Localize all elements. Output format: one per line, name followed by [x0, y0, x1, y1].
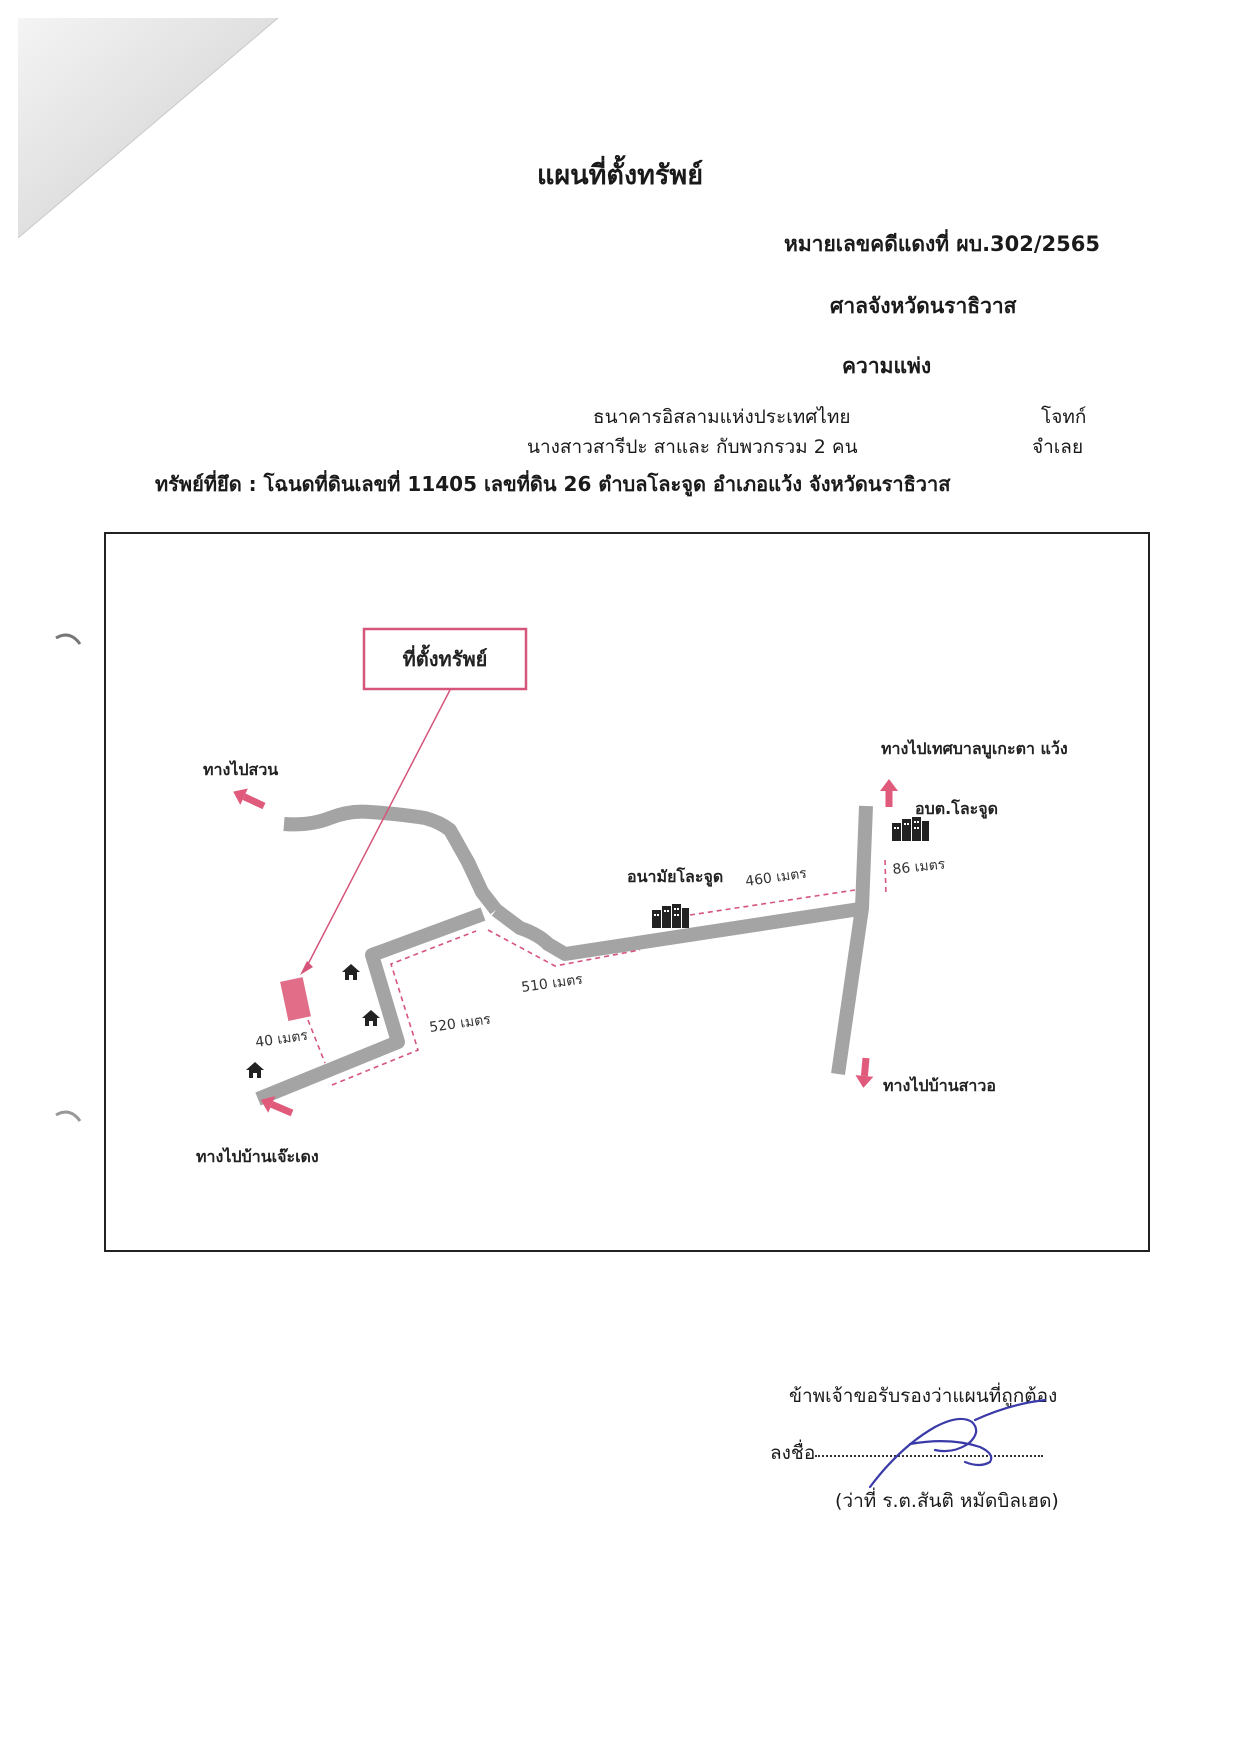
label-health-station: อนามัยโละจูด	[627, 866, 723, 888]
punch-hole-mark	[55, 633, 82, 645]
signature-line	[815, 1455, 1043, 1457]
distance-label-460m: 460 เมตร	[744, 865, 808, 890]
label-to-ban-sawo: ทางไปบ้านสาวอ	[883, 1076, 996, 1095]
case-type: ความแพ่ง	[842, 354, 932, 378]
label-to-garden: ทางไปสวน	[203, 760, 278, 779]
page-corner-fold	[17, 17, 279, 239]
building-icon	[892, 817, 929, 841]
property-parcel-marker	[280, 977, 311, 1022]
house-icon	[246, 1062, 264, 1078]
plaintiff-name: ธนาคารอิสลามแห่งประเทศไทย	[593, 406, 851, 428]
signature-label: ลงชื่อ	[770, 1442, 816, 1464]
distance-line-520m	[331, 930, 477, 1086]
case-number: หมายเลขคดีแดงที่ ผบ.302/2565	[783, 232, 1100, 256]
distance-line-460m	[689, 889, 856, 916]
location-map-frame	[104, 532, 1150, 1252]
road-to-garden	[283, 804, 502, 915]
road-zigzag-south	[255, 907, 486, 1106]
arrow-icon	[855, 1057, 874, 1088]
page-title: แผนที่ตั้งทรัพย์	[536, 160, 704, 191]
arrow-icon	[233, 788, 266, 810]
house-icon	[342, 964, 360, 980]
label-sao-office: อบต.โละจูด	[915, 798, 998, 820]
distance-label-40m: 40 เมตร	[254, 1028, 309, 1051]
arrow-icon	[260, 1096, 294, 1117]
defendant-name: นางสาวสารีปะ สาและ กับพวกรวม 2 คน	[527, 436, 858, 458]
arrow-icon	[880, 779, 898, 807]
distance-label-86m: 86 เมตร	[892, 856, 947, 877]
house-icon	[362, 1010, 380, 1026]
callout-pointer-arrowhead	[300, 961, 313, 975]
direction-arrows	[233, 779, 898, 1117]
certification-statement: ข้าพเจ้าขอรับรองว่าแผนที่ถูกต้อง	[789, 1385, 1058, 1407]
roads	[255, 804, 873, 1106]
houses	[246, 964, 380, 1078]
callout-pointer	[305, 689, 451, 969]
distance-lines	[307, 859, 887, 1086]
handwritten-signature	[868, 1398, 1047, 1489]
punch-hole-mark	[55, 1110, 82, 1122]
plaintiff-role: โจทก์	[1041, 406, 1087, 428]
signer-name: (ว่าที่ ร.ต.สันติ หมัดบิลเฮด)	[835, 1490, 1059, 1512]
distance-line-86m	[884, 859, 887, 896]
seized-property-line: ทรัพย์ที่ยึด : โฉนดที่ดินเลขที่ 11405 เล…	[155, 472, 951, 496]
road-north-south	[831, 805, 873, 1076]
label-to-ban-jeadeng: ทางไปบ้านเจ๊ะเดง	[196, 1147, 319, 1166]
defendant-role: จำเลย	[1032, 436, 1084, 458]
label-to-buketa: ทางไปเทศบาลบูเกะตา แว้ง	[881, 739, 1068, 760]
distance-line-510m	[487, 929, 641, 967]
distance-label-510m: 510 เมตร	[520, 971, 584, 996]
court-name: ศาลจังหวัดนราธิวาส	[830, 294, 1017, 318]
road-main-east	[491, 901, 868, 961]
location-callout-label: ที่ตั้งทรัพย์	[403, 644, 488, 671]
location-callout-box	[362, 627, 528, 691]
distance-line-40m	[307, 1019, 326, 1064]
distance-label-520m: 520 เมตร	[428, 1011, 492, 1036]
building-icon	[652, 904, 689, 928]
